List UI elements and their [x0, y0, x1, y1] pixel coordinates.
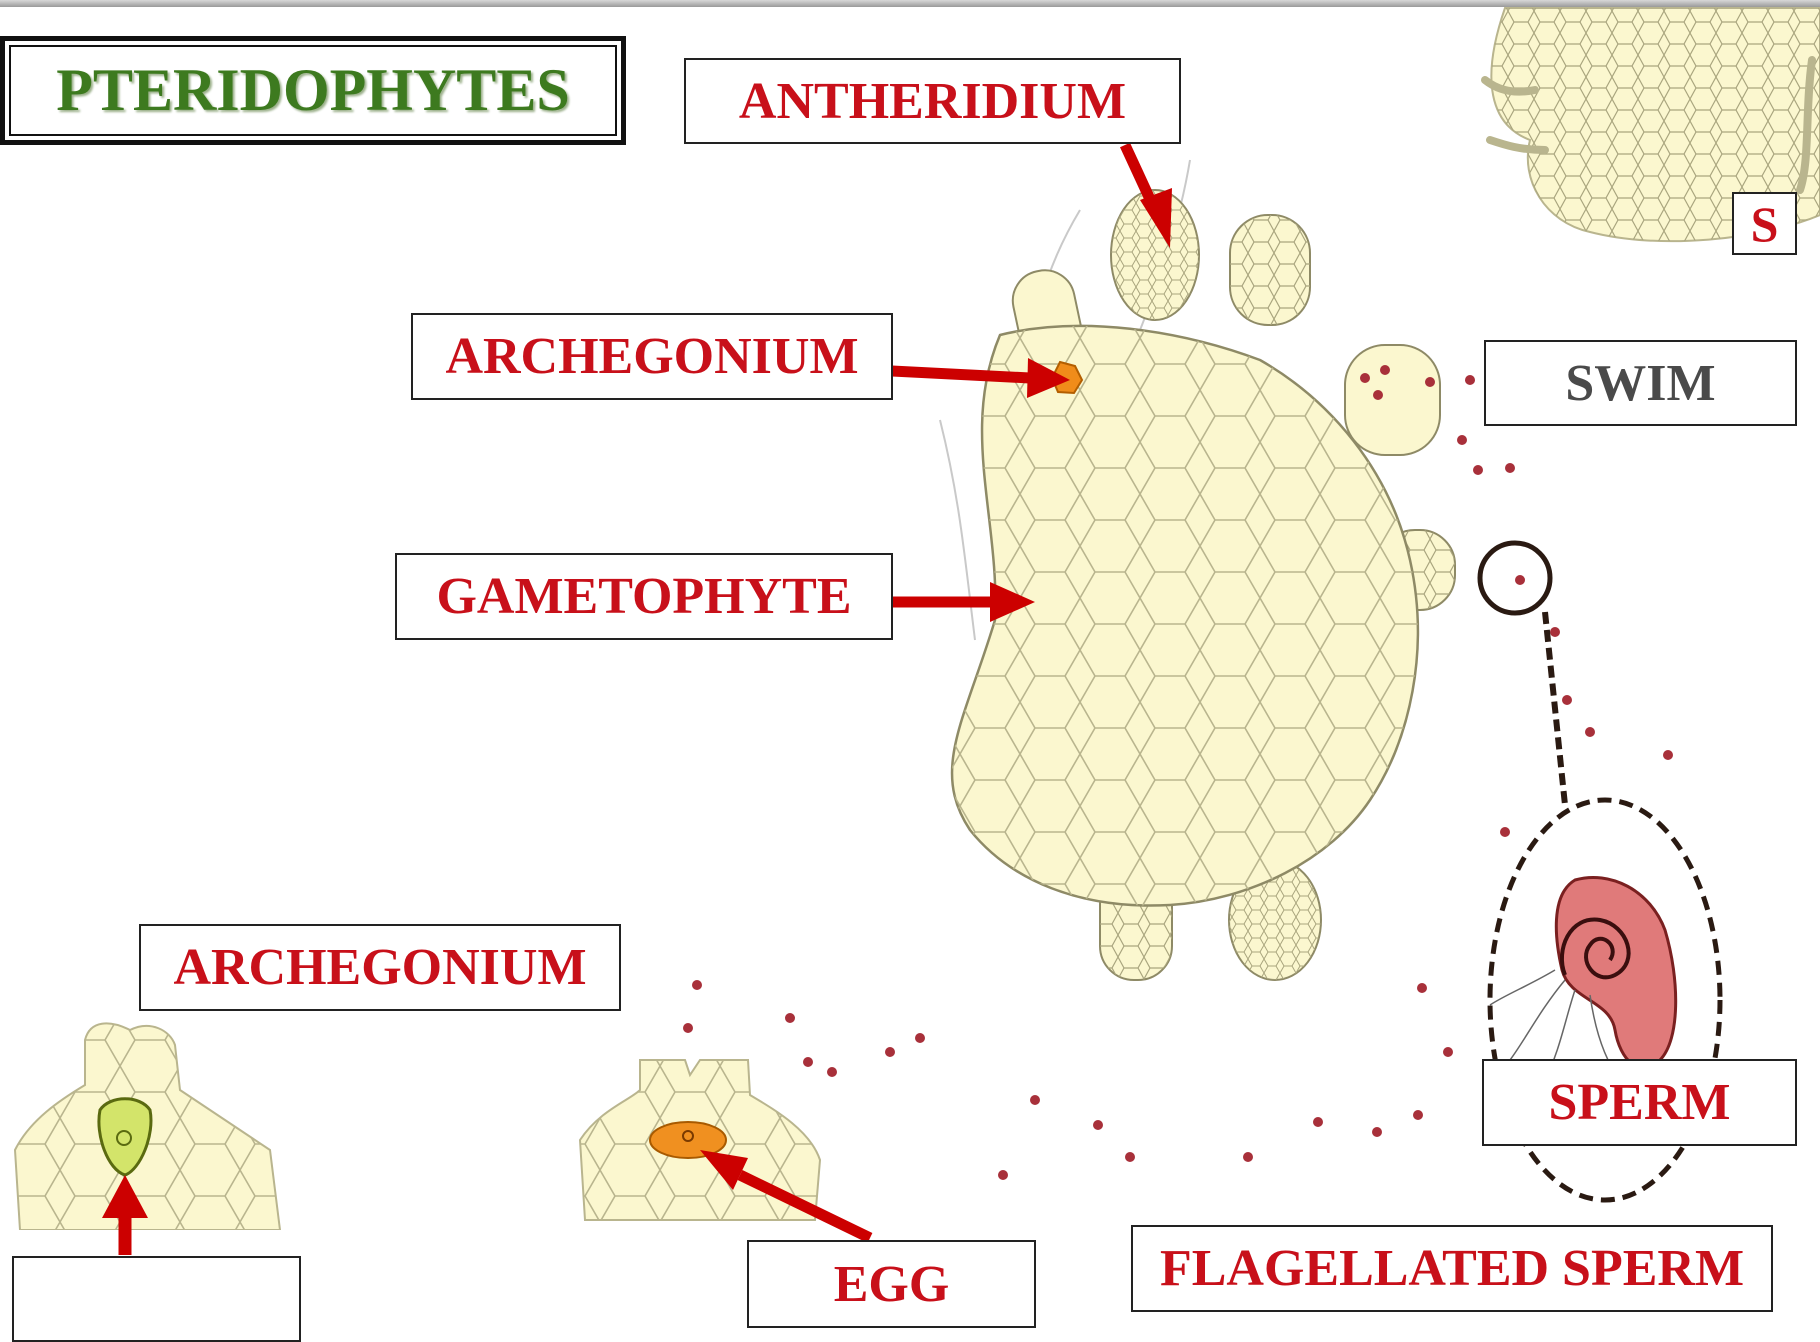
- label-antheridium: ANTHERIDIUM: [684, 58, 1181, 144]
- label-archegonium-bottom: ARCHEGONIUM: [139, 924, 621, 1011]
- gametophyte: [930, 190, 1455, 980]
- label-blank: [12, 1256, 301, 1342]
- label-swim: SWIM: [1484, 340, 1797, 426]
- title-box: PTERIDOPHYTES: [0, 36, 626, 145]
- sperm-closeup: [1490, 877, 1676, 1080]
- magnify-connector: [1545, 612, 1565, 805]
- label-sperm: SPERM: [1482, 1059, 1797, 1146]
- label-egg: EGG: [747, 1240, 1036, 1328]
- label-s: S: [1732, 192, 1797, 255]
- label-gametophyte: GAMETOPHYTE: [395, 553, 893, 640]
- magnify-circle: [1480, 543, 1550, 613]
- label-archegonium-top: ARCHEGONIUM: [411, 313, 893, 400]
- archegonium-left: [0, 1023, 300, 1250]
- label-flagellated-sperm: FLAGELLATED SPERM: [1131, 1225, 1773, 1312]
- page-title: PTERIDOPHYTES: [9, 45, 617, 136]
